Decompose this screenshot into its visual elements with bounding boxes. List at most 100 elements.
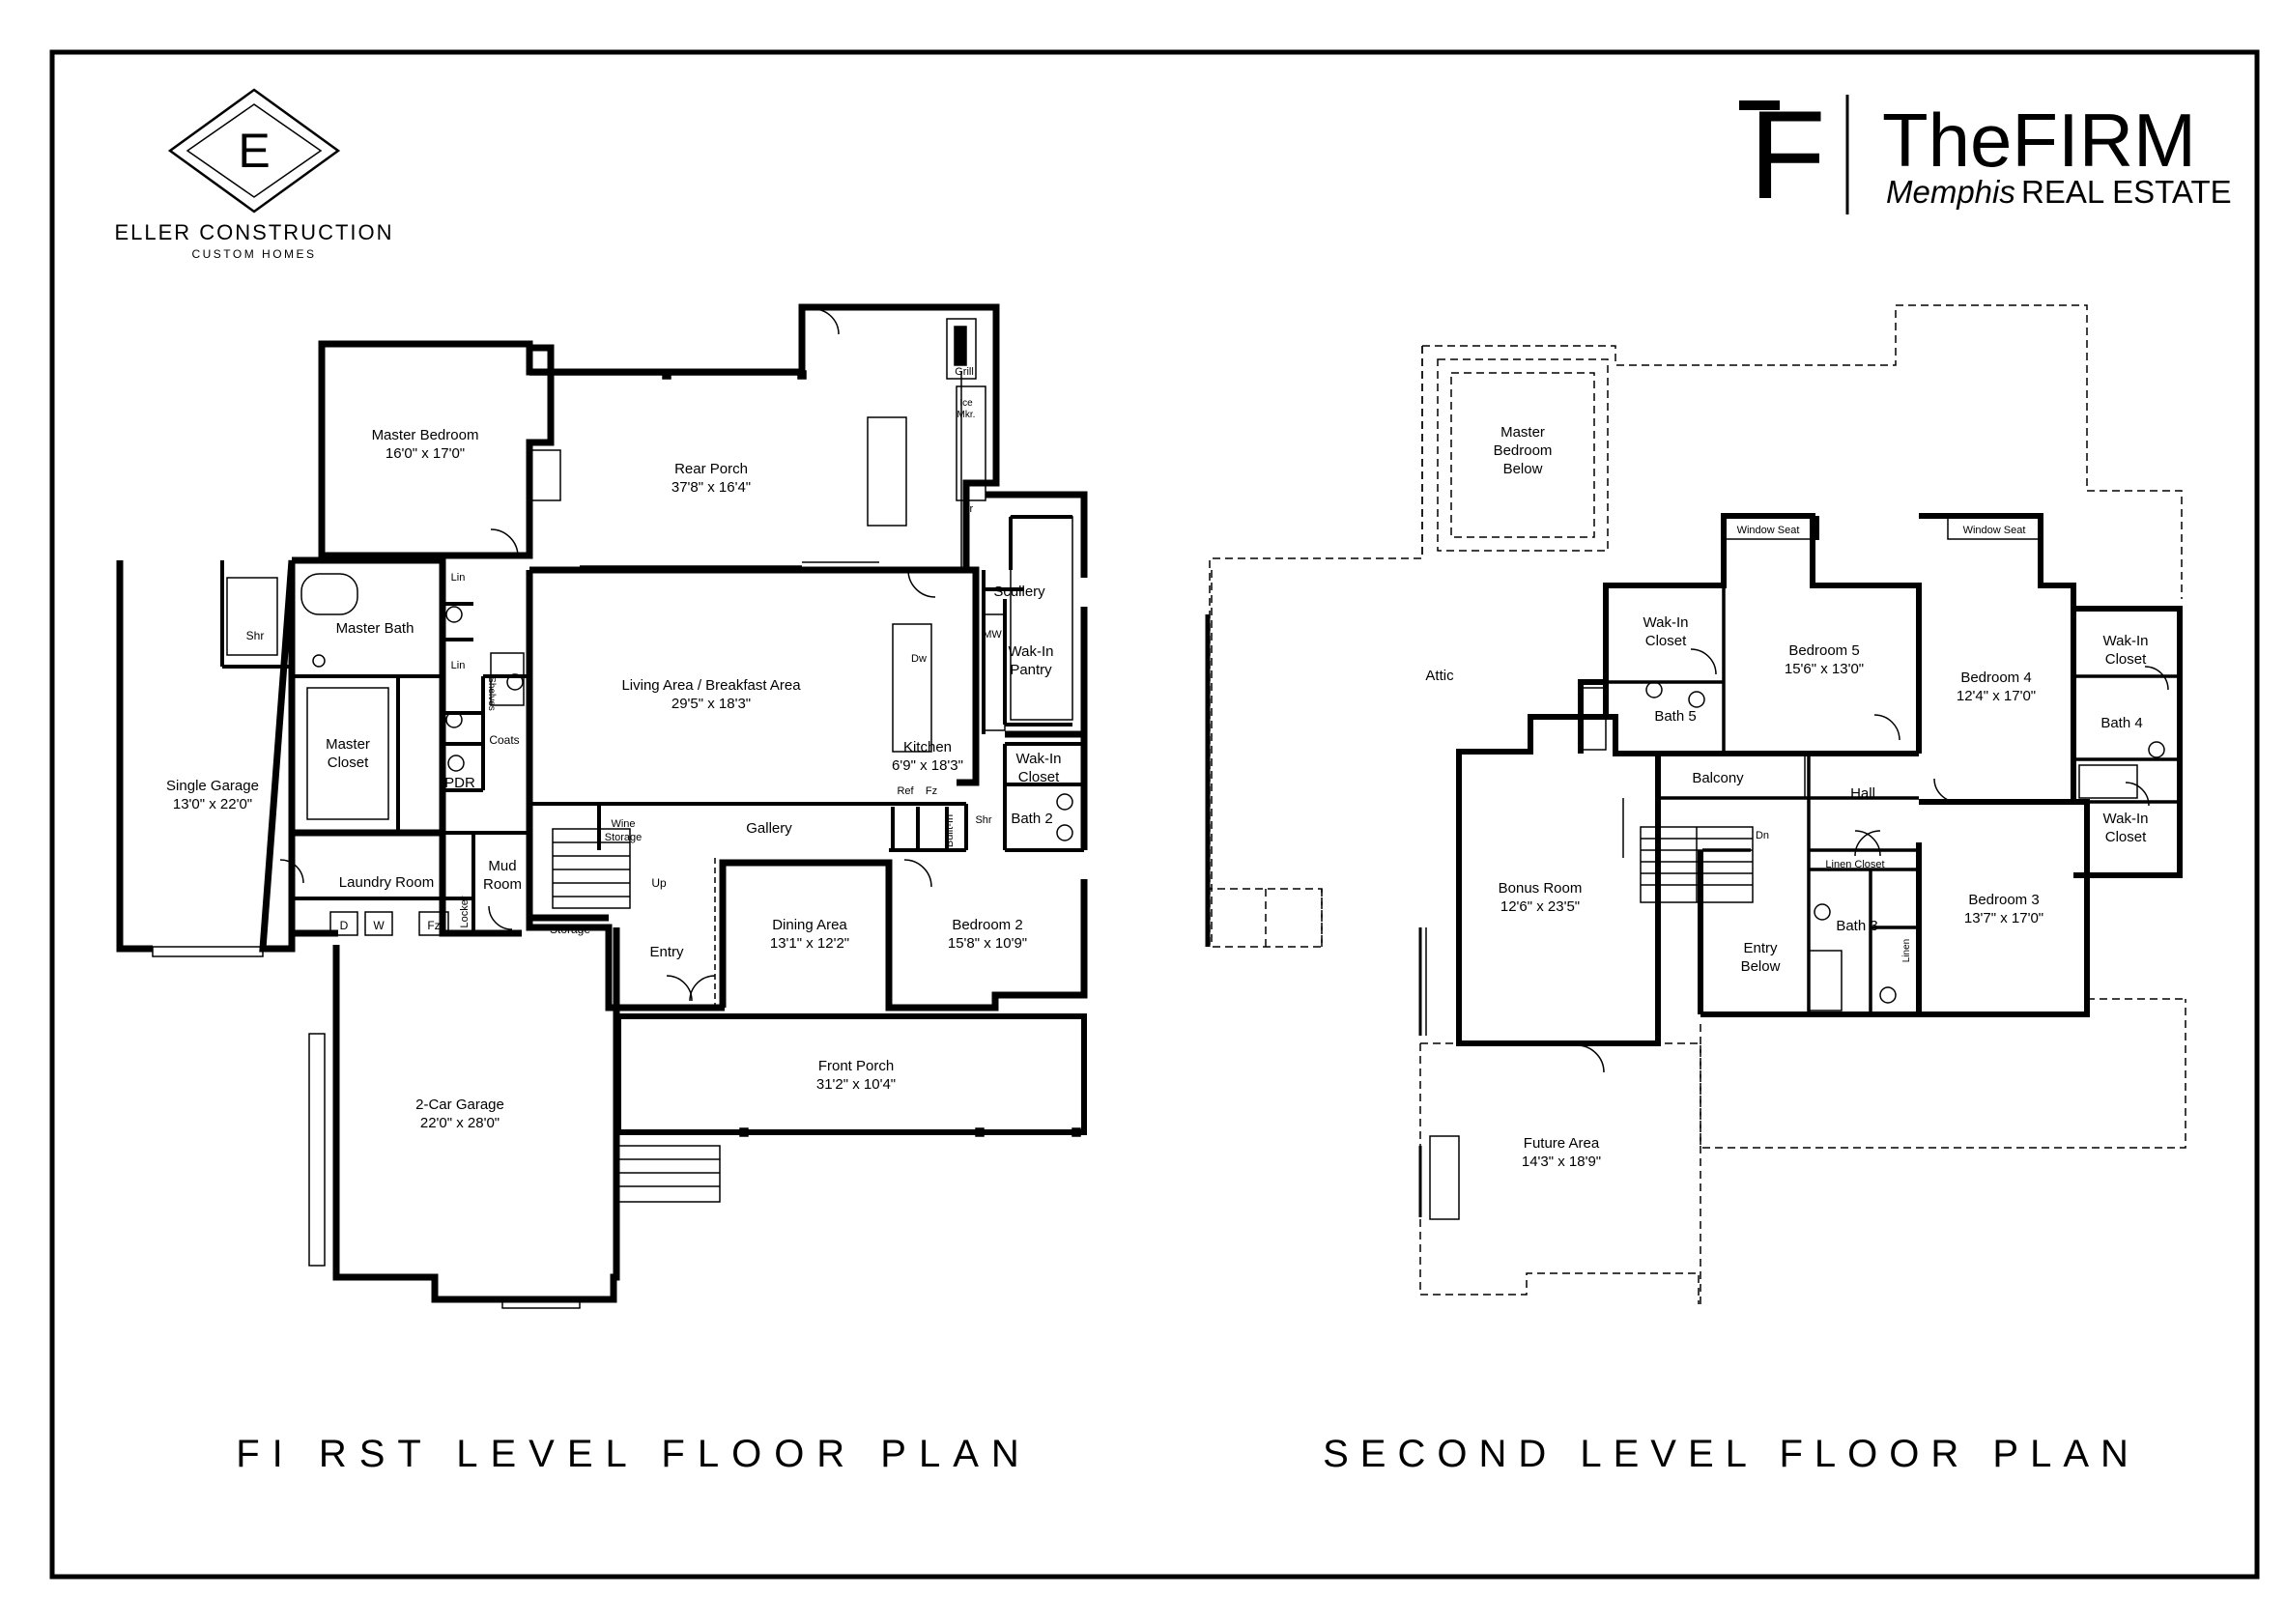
window-seat-5-label: Window Seat <box>1737 525 1800 536</box>
walk-in-pantry-label-2: Pantry <box>1010 662 1052 678</box>
two-car-garage-name: 2-Car Garage <box>415 1097 504 1113</box>
two-car-garage-dims: 22'0" x 28'0" <box>420 1115 500 1131</box>
laundry-freezer-label: Fz <box>427 919 440 932</box>
fridge-label: Fr <box>963 503 974 515</box>
sheet-frame <box>49 49 2260 1580</box>
second-level-labels: Master Bedroom Below Window Seat Window … <box>1425 424 2148 1170</box>
rear-porch-name: Rear Porch <box>674 461 748 477</box>
single-garage-dims: 13'0" x 22'0" <box>173 796 252 812</box>
dining-area-dims: 13'1" x 12'2" <box>770 935 849 952</box>
bedroom-2-name: Bedroom 2 <box>952 917 1022 933</box>
bath-4-label: Bath 4 <box>2100 715 2142 731</box>
wine-storage-label-1: Wine <box>611 818 635 830</box>
walk-in-closet-b5-label-1: Wak-In <box>1643 614 1689 631</box>
master-bedroom-dims: 16'0" x 17'0" <box>386 445 465 462</box>
stairs-down-label: Dn <box>1756 830 1769 841</box>
second-level-exterior-walls <box>1456 513 2183 1046</box>
firm-monogram-bar <box>1739 100 1780 110</box>
firm-name: TheFIRM <box>1882 98 2196 183</box>
bedroom-5-name: Bedroom 5 <box>1788 642 1859 659</box>
kitchen-dims: 6'9" x 18'3" <box>892 757 963 774</box>
bath-5-label: Bath 5 <box>1654 708 1696 725</box>
bonus-room-dims: 12'6" x 23'5" <box>1500 898 1580 915</box>
built-in-label: Built-In <box>944 814 956 847</box>
bath-2-shower-label: Shr <box>975 814 991 826</box>
stairs-up-label: Up <box>651 876 667 890</box>
first-level-details <box>152 307 1081 1309</box>
storage-label: Storage <box>550 923 590 936</box>
locker-label: Locker <box>459 896 471 927</box>
bedroom-5-dims: 15'6" x 13'0" <box>1785 661 1864 677</box>
firm-tagline-rest: REAL ESTATE <box>2021 174 2232 210</box>
first-level-interior-walls <box>220 515 1084 933</box>
living-area-dims: 29'5" x 18'3" <box>672 696 751 712</box>
walk-in-closet-b4-label-2: Closet <box>2105 651 2147 668</box>
brand-tagline: CUSTOM HOMES <box>191 247 316 261</box>
dishwasher-label: Dw <box>911 653 927 665</box>
single-garage-name: Single Garage <box>166 778 259 794</box>
kitchen-freezer-label: Fz <box>926 785 937 797</box>
bedroom-3-dims: 13'7" x 17'0" <box>1964 910 2043 926</box>
powder-room-label: PDR <box>444 775 475 791</box>
bedroom-3-name: Bedroom 3 <box>1968 892 2039 908</box>
first-level-caption: FI RST LEVEL FLOOR PLAN <box>236 1433 1032 1475</box>
master-bedroom-below-label-1: Master <box>1500 424 1545 441</box>
walk-in-pantry-label-1: Wak-In <box>1009 643 1054 660</box>
master-shower-label: Shr <box>246 629 265 642</box>
master-bedroom-below-label-2: Bedroom <box>1494 442 1553 459</box>
logo-diamond-inner <box>186 103 323 198</box>
second-level-details <box>1205 517 2169 1220</box>
window-seat-4-label: Window Seat <box>1963 525 2026 536</box>
master-bedroom-name: Master Bedroom <box>372 427 479 443</box>
mud-room-label-1: Mud <box>488 858 516 874</box>
entry-below-label-1: Entry <box>1743 940 1778 956</box>
balcony-label: Balcony <box>1692 770 1744 786</box>
gallery-label: Gallery <box>746 820 792 837</box>
ice-maker-label-1: Ice <box>959 398 973 409</box>
living-area-name: Living Area / Breakfast Area <box>621 677 801 694</box>
linen-closet-label: Linen Closet <box>1825 859 1884 870</box>
bath-3-label: Bath 3 <box>1836 918 1877 934</box>
future-area-dims: 14'3" x 18'9" <box>1522 1154 1601 1170</box>
walk-in-closet-b3-label-2: Closet <box>2105 829 2147 845</box>
walk-in-closet-label-1: Wak-In <box>1016 751 1062 767</box>
shelves-label: Shelves <box>486 676 497 711</box>
ice-maker-label-2: Mkr. <box>957 410 976 420</box>
second-level-interior-walls <box>1606 585 2180 1014</box>
brand-name: ELLER CONSTRUCTION <box>114 220 393 244</box>
walk-in-closet-label-2: Closet <box>1018 769 1060 785</box>
linen-top-label: Lin <box>451 572 466 584</box>
hall-label: Hall <box>1850 785 1875 802</box>
entry-below-label-2: Below <box>1741 958 1781 975</box>
dining-area-name: Dining Area <box>772 917 847 933</box>
scullery-label: Scullery <box>993 584 1045 600</box>
second-level-caption: SECOND LEVEL FLOOR PLAN <box>1323 1433 2140 1475</box>
master-closet-label-2: Closet <box>328 755 369 771</box>
eller-construction-logo: E ELLER CONSTRUCTION CUSTOM HOMES <box>114 88 393 261</box>
wine-storage-label-2: Storage <box>605 832 643 843</box>
bonus-room-name: Bonus Room <box>1499 880 1583 897</box>
walk-in-closet-b3-label-1: Wak-In <box>2103 811 2149 827</box>
master-closet-label-1: Master <box>326 736 370 753</box>
mud-room-label-2: Room <box>483 876 522 893</box>
logo-diamond-outer <box>167 88 341 214</box>
microwave-label: MW <box>983 629 1002 641</box>
bedroom-4-name: Bedroom 4 <box>1960 670 2031 686</box>
dryer-label: D <box>340 919 349 932</box>
front-porch-name: Front Porch <box>818 1058 894 1074</box>
the-firm-logo: F TheFIRM Memphis REAL ESTATE <box>1739 84 2232 225</box>
walk-in-closet-b4-label-1: Wak-In <box>2103 633 2149 649</box>
front-porch-dims: 31'2" x 10'4" <box>816 1076 896 1093</box>
logo-monogram: E <box>238 124 270 178</box>
kitchen-name: Kitchen <box>903 739 952 755</box>
bedroom-2-dims: 15'8" x 10'9" <box>948 935 1027 952</box>
master-bath-label: Master Bath <box>336 620 414 637</box>
first-level-labels: Master Bedroom 16'0" x 17'0" Rear Porch … <box>166 366 1061 1131</box>
linen-label: Linen <box>1901 939 1912 962</box>
attic-label: Attic <box>1425 668 1454 684</box>
bath-2-label: Bath 2 <box>1011 811 1052 827</box>
grill-label: Grill <box>955 366 974 378</box>
master-bedroom-below-label-3: Below <box>1503 461 1543 477</box>
